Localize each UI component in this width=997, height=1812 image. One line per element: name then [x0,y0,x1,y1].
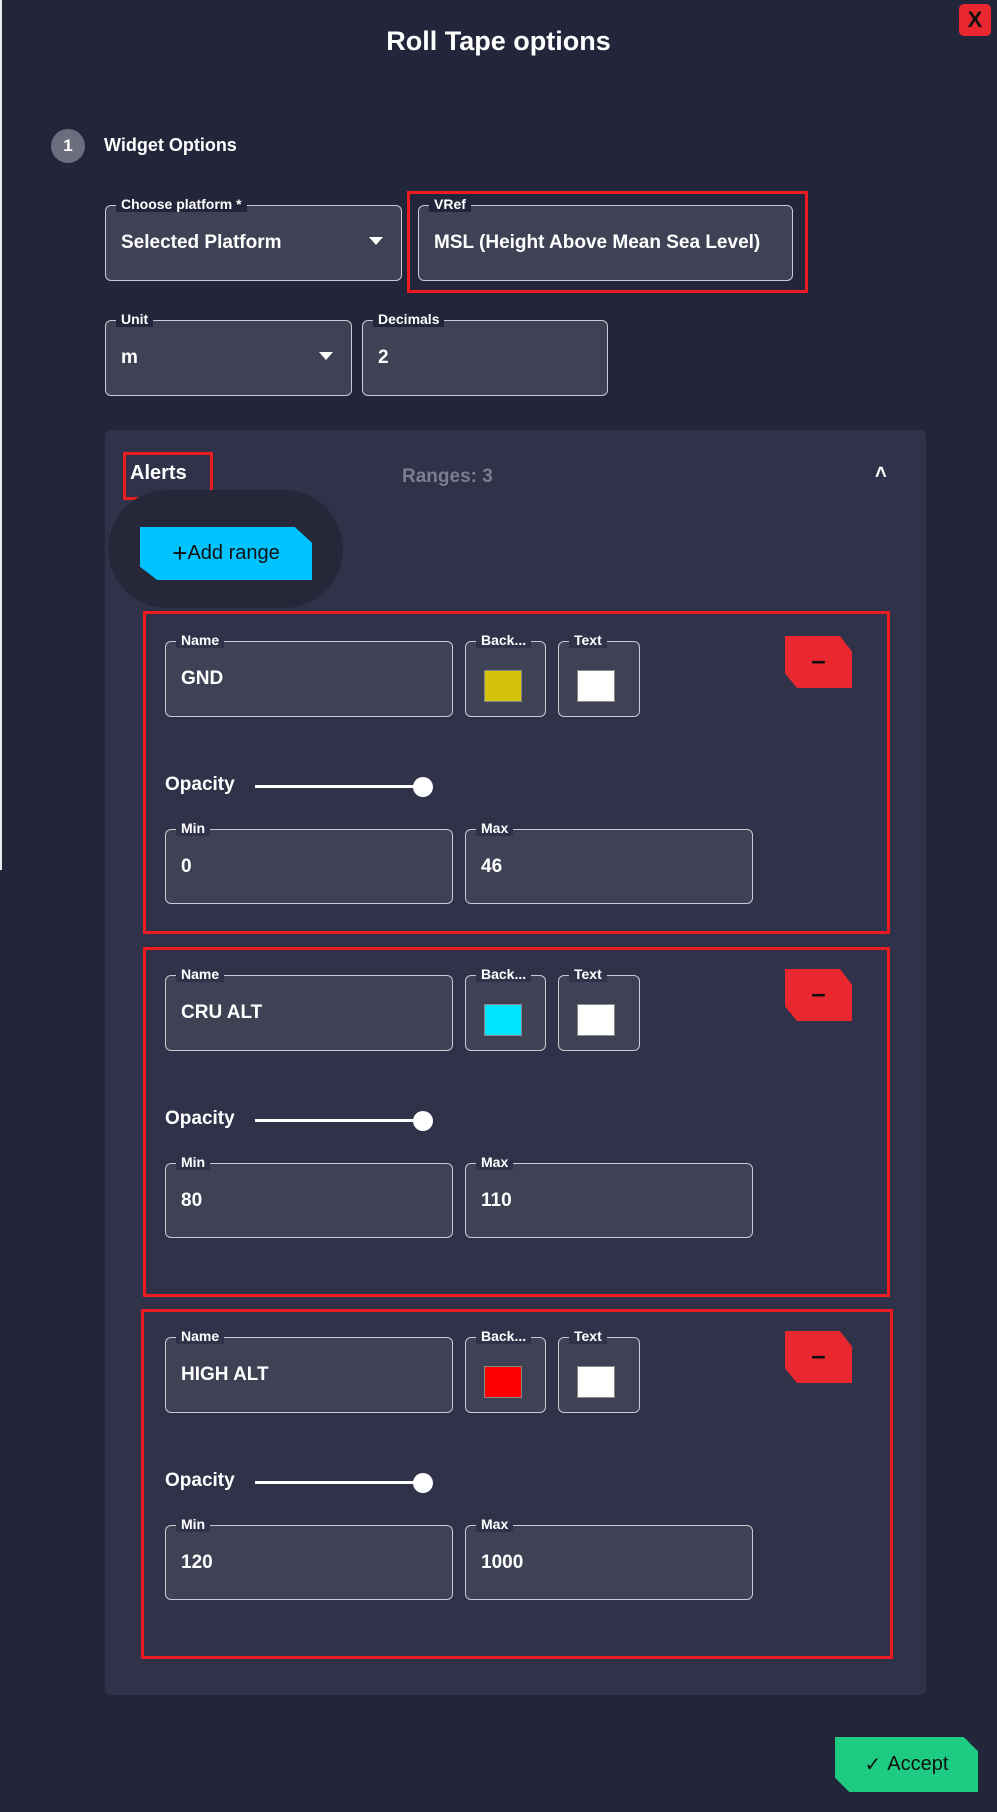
text-color-picker[interactable]: Text [558,632,640,717]
text-swatch [577,1004,615,1036]
back-label: Back... [476,632,532,648]
name-value: CRU ALT [181,1002,263,1023]
ranges-count: Ranges: 3 [402,466,493,487]
max-value: 46 [481,855,503,877]
min-value: 80 [181,1189,203,1211]
text-label: Text [569,966,607,982]
text-color-picker[interactable]: Text [558,966,640,1051]
min-value: 120 [181,1551,213,1573]
dropdown-caret-icon [369,237,383,245]
text-swatch [577,1366,615,1398]
decimals-field[interactable]: Decimals 2 [362,311,608,396]
window-edge [0,0,2,870]
opacity-slider-thumb[interactable] [413,777,433,797]
background-color-picker[interactable]: Back... [465,1328,546,1413]
text-label: Text [569,1328,607,1344]
max-value: 110 [481,1189,512,1211]
remove-range-button[interactable]: – [785,1331,852,1383]
unit-select[interactable]: Unit m [105,311,352,396]
unit-label: Unit [116,311,154,327]
name-label: Name [176,1328,225,1344]
highlight-box [141,1309,893,1659]
text-label: Text [569,632,607,648]
close-button[interactable]: X [959,4,991,36]
back-label: Back... [476,966,532,982]
alerts-title: Alerts [130,462,187,484]
vref-label: VRef [429,196,471,212]
remove-range-button[interactable]: – [785,969,852,1021]
chevron-up-icon[interactable]: ˄ [875,462,887,484]
min-field[interactable]: Min 120 [165,1516,453,1600]
decimals-value: 2 [378,347,389,368]
max-label: Max [476,1516,514,1532]
opacity-slider-track[interactable] [255,785,423,788]
min-value: 0 [181,855,192,877]
max-field[interactable]: Max 46 [465,820,753,904]
name-value: HIGH ALT [181,1364,269,1385]
max-label: Max [476,1154,514,1170]
dialog-title: Roll Tape options [386,26,611,56]
platform-value: Selected Platform [121,232,282,253]
min-field[interactable]: Min 80 [165,1154,453,1238]
platform-select[interactable]: Choose platform * Selected Platform [105,196,402,281]
accept-button[interactable]: ✓ Accept [835,1737,978,1792]
accept-label: Accept [887,1753,949,1775]
min-label: Min [176,1154,211,1170]
max-field[interactable]: Max 110 [465,1154,753,1238]
name-label: Name [176,632,225,648]
highlight-box [407,191,808,293]
background-swatch [484,670,522,702]
opacity-label: Opacity [165,1470,235,1491]
background-swatch [484,1004,522,1036]
plus-icon: + [172,538,188,568]
add-range-label: Add range [187,542,280,564]
vref-field[interactable]: VRef MSL (Height Above Mean Sea Level) [418,196,793,281]
highlight-box [143,611,890,934]
step-number-badge: 1 [51,129,85,163]
remove-range-button[interactable]: – [785,636,852,688]
max-label: Max [476,820,514,836]
opacity-slider-track[interactable] [255,1119,423,1122]
back-label: Back... [476,1328,532,1344]
name-label: Name [176,966,225,982]
max-field[interactable]: Max 1000 [465,1516,753,1600]
unit-value: m [121,347,138,368]
opacity-slider-track[interactable] [255,1481,423,1484]
opacity-label: Opacity [165,1108,235,1129]
text-color-picker[interactable]: Text [558,1328,640,1413]
min-label: Min [176,820,211,836]
background-color-picker[interactable]: Back... [465,966,546,1051]
vref-value: MSL (Height Above Mean Sea Level) [434,232,761,253]
highlight-box [143,947,890,1297]
platform-label: Choose platform * [116,196,247,212]
opacity-label: Opacity [165,774,235,795]
opacity-slider-thumb[interactable] [413,1111,433,1131]
background-swatch [484,1366,522,1398]
step-label: Widget Options [104,135,237,155]
name-value: GND [181,668,224,689]
min-field[interactable]: Min 0 [165,820,453,904]
check-icon: ✓ [864,1754,882,1776]
opacity-slider-thumb[interactable] [413,1473,433,1493]
dropdown-caret-icon [319,352,333,360]
min-label: Min [176,1516,211,1532]
add-range-button[interactable]: + Add range [140,527,312,580]
max-value: 1000 [481,1551,524,1573]
background-color-picker[interactable]: Back... [465,632,546,717]
text-swatch [577,670,615,702]
decimals-label: Decimals [373,311,445,327]
